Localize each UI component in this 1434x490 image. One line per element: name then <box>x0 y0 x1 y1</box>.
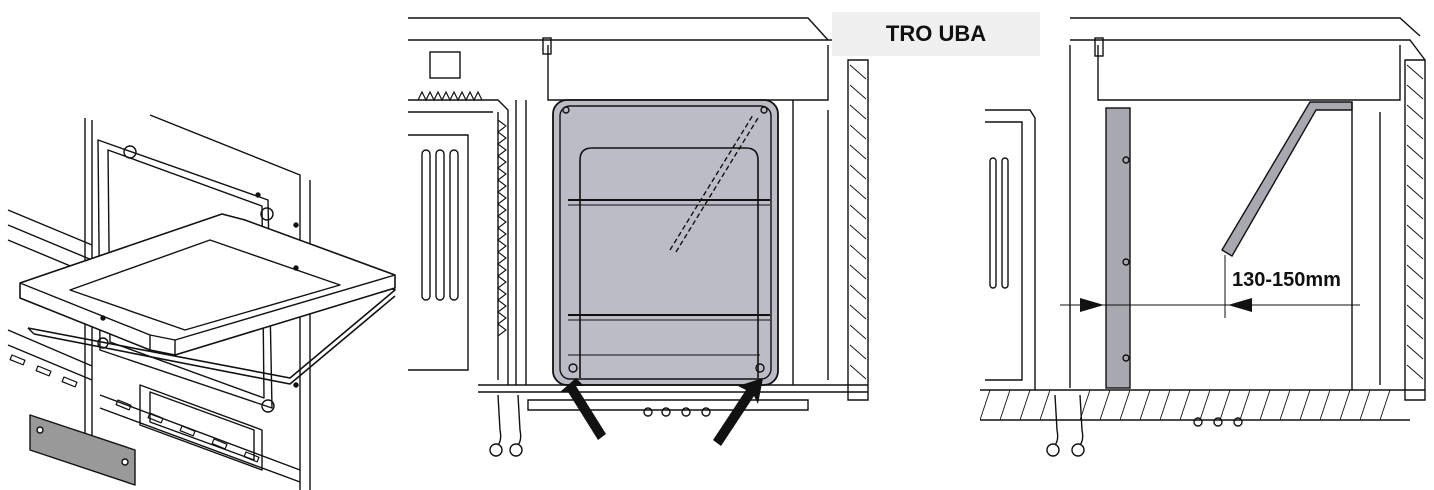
dimension-label: 130-150mm <box>1232 269 1341 291</box>
front-view-insert-illustration <box>408 0 878 490</box>
model-label: TRO UBA <box>885 21 987 46</box>
side-view-dimension-illustration <box>980 0 1434 490</box>
model-label-box: TRO UBA <box>832 12 1040 56</box>
isometric-rack-illustration <box>0 0 400 490</box>
